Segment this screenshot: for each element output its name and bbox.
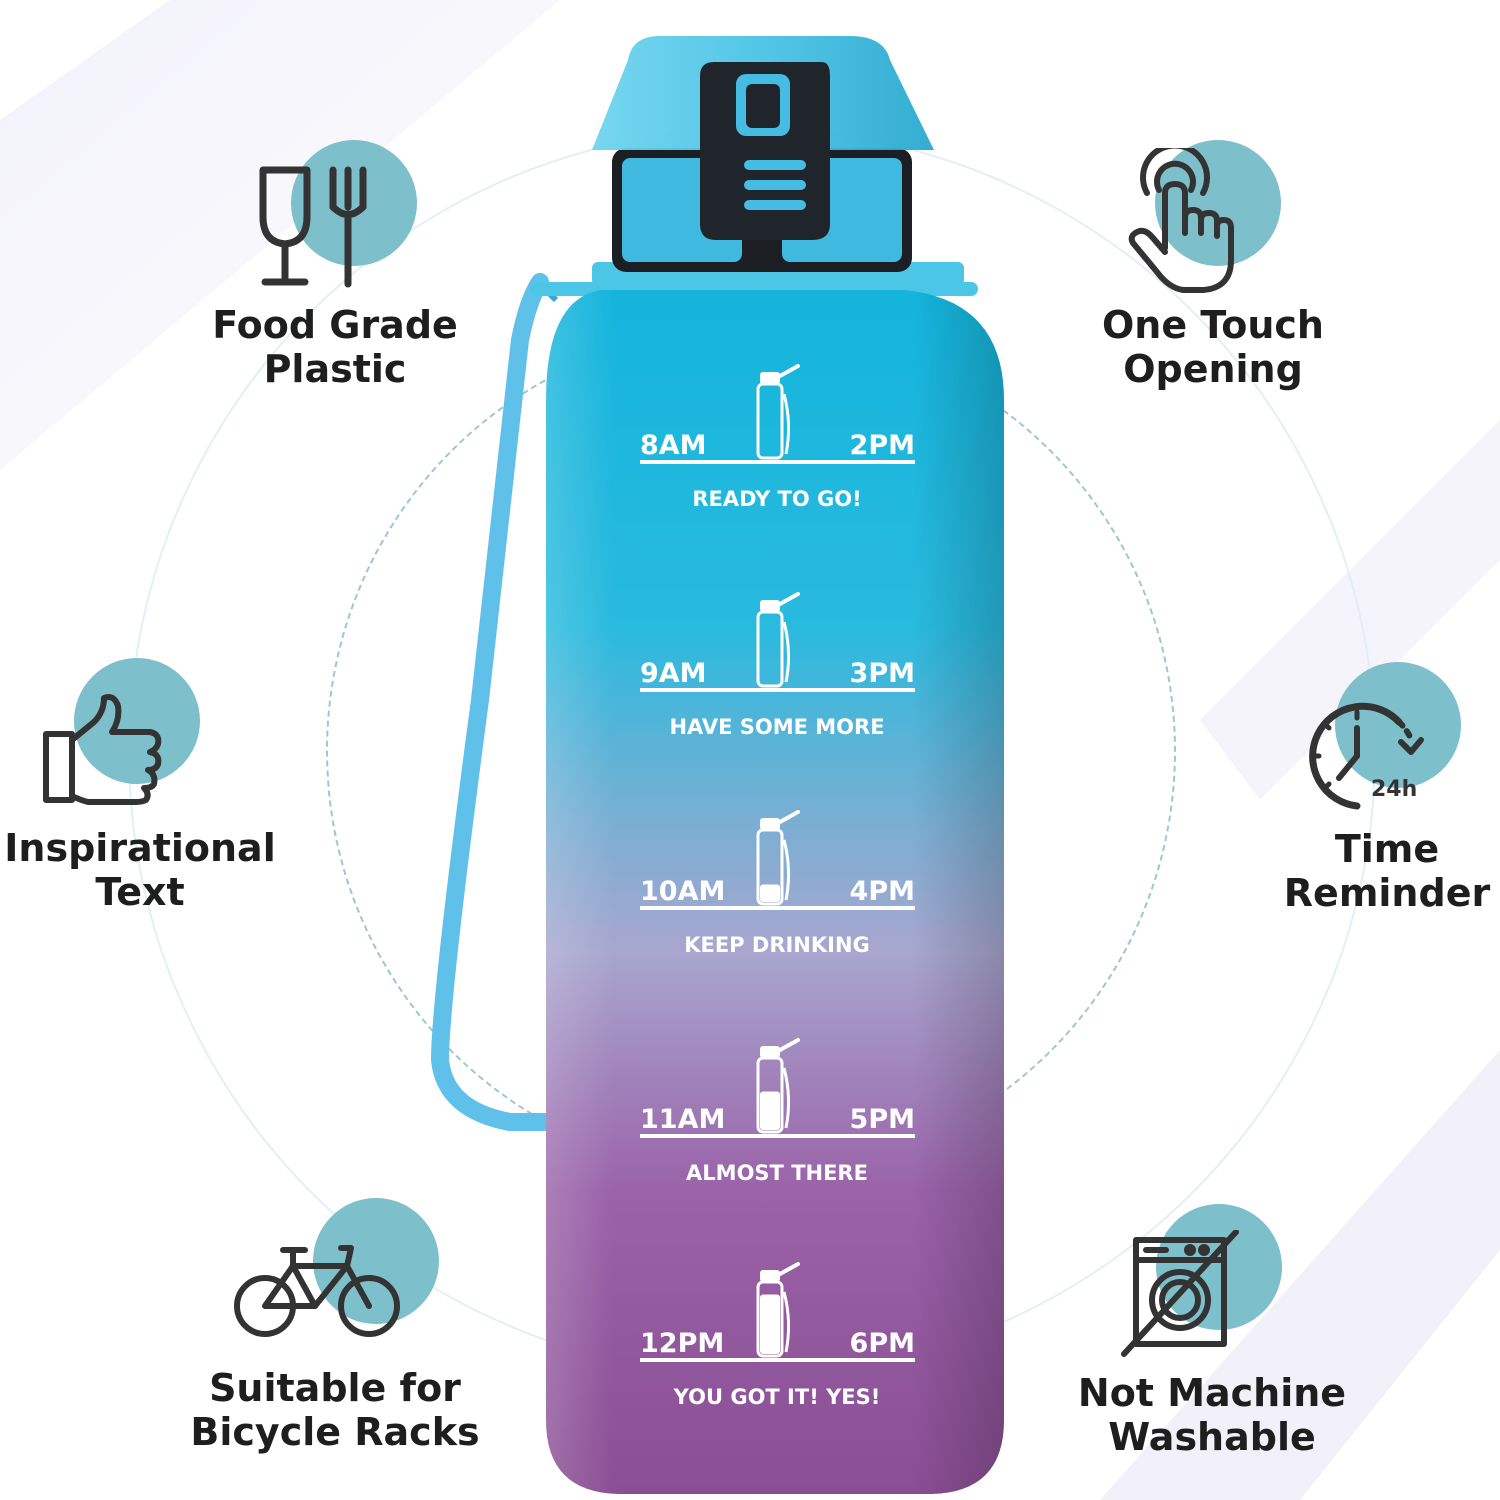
marker-3: 10AM 4PM KEEP DRINKING — [640, 810, 915, 957]
feature-label: Inspirational Text — [4, 826, 276, 914]
marker-right-time: 4PM — [850, 876, 915, 907]
time-markers: 8AM 2PM READY TO GO! 9AM 3PM HAVE SOME MORE 10… — [640, 364, 915, 1409]
feature-inspirational: Inspirational Text — [0, 650, 310, 930]
marker-4: 11AM 5PM ALMOST THERE — [640, 1038, 915, 1185]
marker-5: 12PM 6PM YOU GOT IT! YES! — [640, 1262, 915, 1409]
mini-bottle-icon — [756, 1038, 800, 1134]
feature-label: Not Machine Washable — [1077, 1371, 1347, 1459]
marker-right-time: 3PM — [850, 658, 915, 689]
accent-circle — [1156, 1204, 1282, 1330]
mini-bottle-icon — [756, 810, 800, 906]
feature-label: One Touch Opening — [1102, 303, 1324, 391]
glass-fork-icon — [259, 166, 367, 288]
marker-message: READY TO GO! — [692, 487, 861, 511]
bicycle-icon — [234, 1245, 400, 1337]
marker-message: HAVE SOME MORE — [669, 715, 884, 739]
mini-bottle-icon — [756, 364, 800, 460]
marker-left-time: 9AM — [640, 658, 707, 689]
feature-not-washable: Not Machine Washable — [1042, 1190, 1382, 1470]
feature-one-touch: One Touch Opening — [1043, 130, 1383, 410]
marker-right-time: 5PM — [850, 1104, 915, 1135]
marker-left-time: 12PM — [640, 1328, 724, 1359]
feature-label: Time Reminder — [1283, 827, 1491, 915]
bottle-strap — [430, 273, 557, 1131]
marker-message: ALMOST THERE — [686, 1161, 868, 1185]
marker-2: 9AM 3PM HAVE SOME MORE — [640, 592, 915, 739]
accent-circle — [313, 1198, 439, 1324]
accent-circle — [291, 140, 417, 266]
thumbs-up-icon — [43, 694, 162, 805]
marker-left-time: 10AM — [640, 876, 725, 907]
marker-left-time: 8AM — [640, 430, 707, 461]
marker-left-time: 11AM — [640, 1104, 725, 1135]
mini-bottle-icon — [756, 1262, 800, 1358]
clock-24h-label: 24h — [1371, 777, 1417, 802]
marker-right-time: 2PM — [850, 430, 915, 461]
marker-right-time: 6PM — [850, 1328, 915, 1359]
feature-bicycle: Suitable for Bicycle Racks — [165, 1190, 505, 1470]
feature-label: Suitable for Bicycle Racks — [190, 1366, 480, 1454]
marker-message: YOU GOT IT! YES! — [673, 1385, 881, 1409]
feature-label: Food Grade Plastic — [212, 303, 458, 391]
feature-time-reminder: 24h Time Reminder — [1217, 650, 1500, 930]
no-washing-machine-icon — [1121, 1230, 1239, 1357]
marker-1: 8AM 2PM READY TO GO! — [640, 364, 915, 511]
bottle-lid — [592, 36, 934, 272]
marker-message: KEEP DRINKING — [684, 933, 870, 957]
clock-24h-icon: 24h — [1309, 702, 1424, 810]
mini-bottle-icon — [756, 592, 800, 688]
touch-hand-icon — [1128, 148, 1234, 293]
feature-food-grade: Food Grade Plastic — [165, 130, 505, 410]
